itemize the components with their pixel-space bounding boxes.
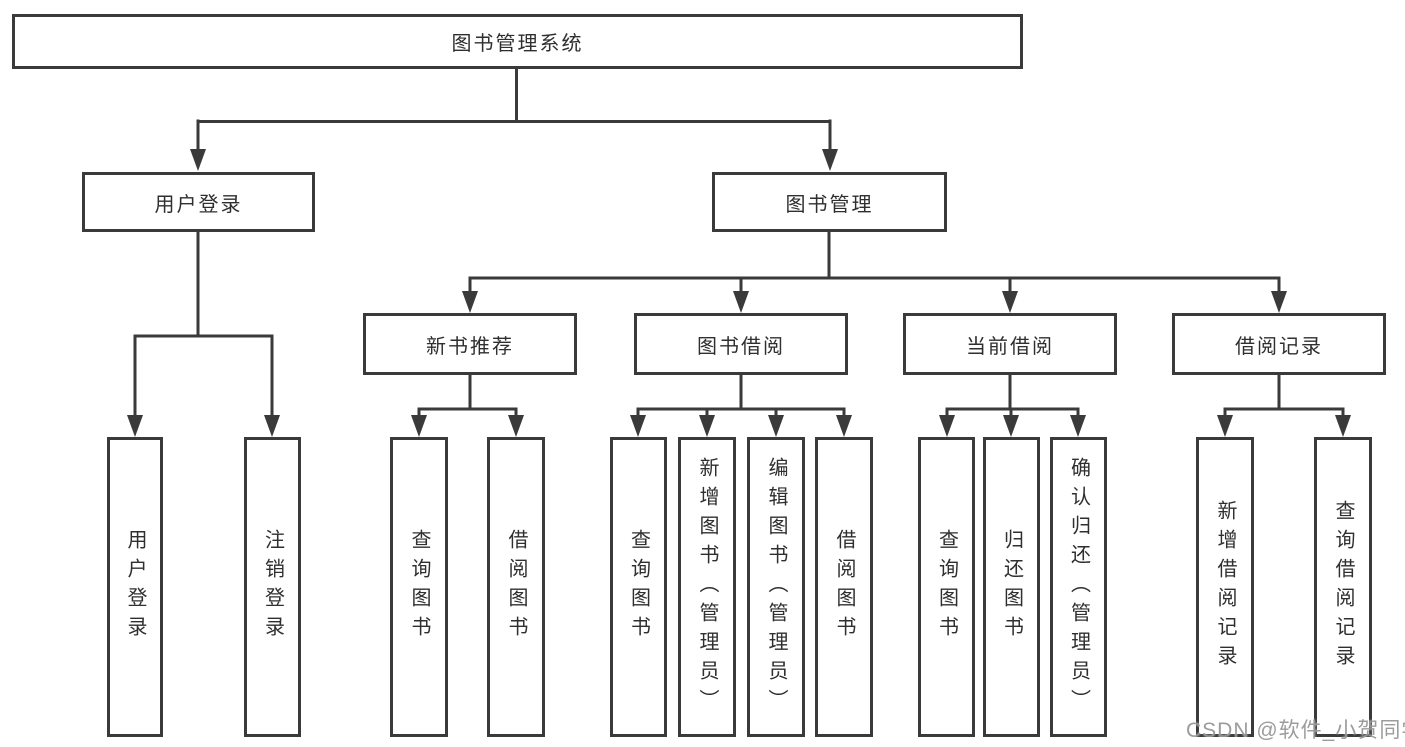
node-label: 新书推荐 xyxy=(426,335,514,358)
node-label: 查询图书 xyxy=(935,529,958,645)
leaf-confirm-return-admin: 确认归还（管理员） xyxy=(1050,437,1107,737)
node-borrowing-records: 借阅记录 xyxy=(1172,313,1386,375)
leaf-query-borrow-record: 查询借阅记录 xyxy=(1314,437,1372,737)
leaf-edit-book-admin: 编辑图书（管理员） xyxy=(747,437,805,737)
leaf-borrow-books: 借阅图书 xyxy=(815,437,873,737)
node-label: 借阅记录 xyxy=(1235,335,1323,358)
leaf-return-book: 归还图书 xyxy=(983,437,1040,737)
node-book-borrowing: 图书借阅 xyxy=(634,313,848,375)
node-label: 当前借阅 xyxy=(966,335,1054,358)
node-library-management-system: 图书管理系统 xyxy=(12,14,1023,69)
node-label: 新增借阅记录 xyxy=(1214,500,1236,674)
node-label: 新增图书（管理员） xyxy=(696,456,718,718)
node-label: 用户登录 xyxy=(154,193,243,216)
node-user-login: 用户登录 xyxy=(82,172,315,232)
node-label: 编辑图书（管理员） xyxy=(765,456,787,718)
node-label: 用户登录 xyxy=(124,529,146,645)
leaf-query-books-recommend: 查询图书 xyxy=(390,437,448,737)
leaf-user-login: 用户登录 xyxy=(107,437,163,737)
node-label: 借阅图书 xyxy=(833,529,855,645)
leaf-add-borrow-record: 新增借阅记录 xyxy=(1196,437,1254,737)
leaf-query-books-borrow: 查询图书 xyxy=(610,437,667,737)
csdn-watermark: CSDN @软件_小贺同学 xyxy=(1186,719,1405,742)
leaf-query-books-current: 查询图书 xyxy=(918,437,975,737)
node-label: 借阅图书 xyxy=(505,529,527,645)
node-label: 确认归还（管理员） xyxy=(1067,456,1090,718)
node-label: 图书借阅 xyxy=(697,335,785,358)
node-label: 查询借阅记录 xyxy=(1332,500,1354,674)
node-current-borrowing: 当前借阅 xyxy=(903,313,1117,375)
node-label: 注销登录 xyxy=(261,529,284,645)
node-label: 图书管理 xyxy=(785,193,874,216)
node-label: 查询图书 xyxy=(627,529,650,645)
node-book-management: 图书管理 xyxy=(712,172,947,232)
node-label: 归还图书 xyxy=(1000,529,1023,645)
node-label: 查询图书 xyxy=(408,529,430,645)
leaf-borrow-books-recommend: 借阅图书 xyxy=(487,437,545,737)
node-new-book-recommendation: 新书推荐 xyxy=(363,313,577,375)
node-label: 图书管理系统 xyxy=(451,33,584,55)
leaf-logout: 注销登录 xyxy=(244,437,301,737)
leaf-add-book-admin: 新增图书（管理员） xyxy=(678,437,736,737)
